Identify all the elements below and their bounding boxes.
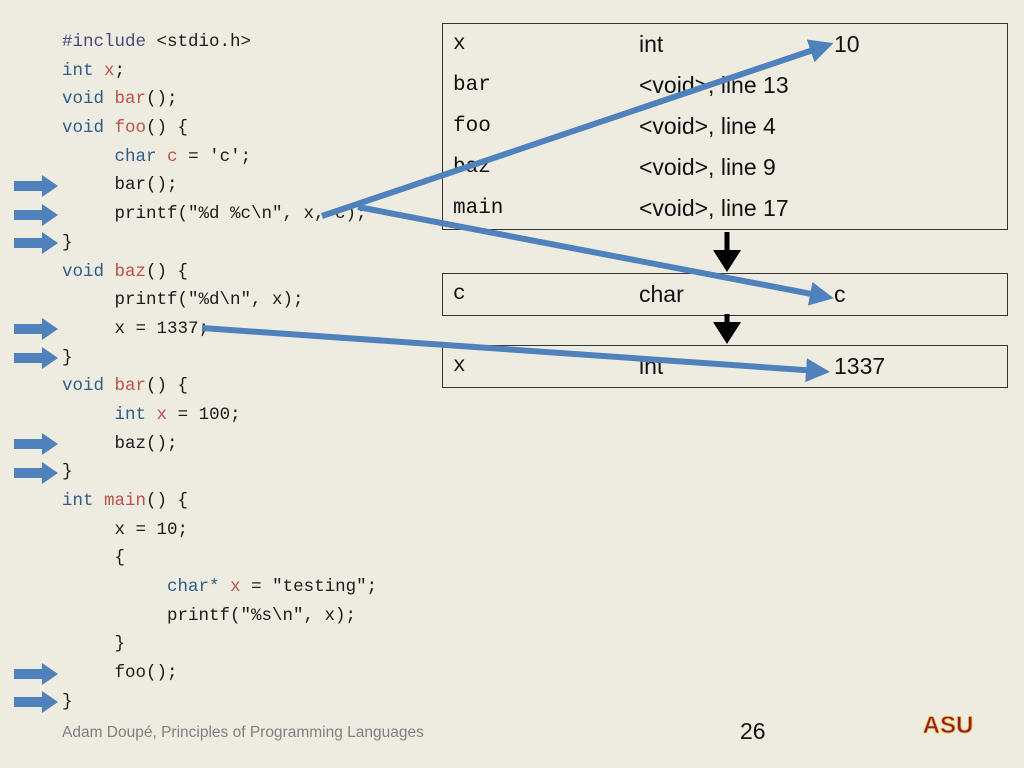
line-marker-arrow-icon <box>14 662 58 685</box>
code-line-24: } <box>62 691 73 712</box>
symbol-row: bar <void>, line 13 <box>443 65 1007 106</box>
symbol-name: x <box>453 33 466 56</box>
symbol-value: 10 <box>834 31 860 57</box>
line-marker-arrow-icon <box>14 461 58 484</box>
code-line-12: } <box>62 347 73 368</box>
code-line-20: char* x = "testing"; <box>167 577 378 598</box>
asu-logo: ASU <box>922 712 974 740</box>
code-listing: #include <stdio.h> int x; void bar(); void … <box>62 28 377 717</box>
symbol-row: x int 10 <box>443 24 1007 65</box>
code-line-5: char c = 'c'; <box>114 146 252 167</box>
symbol-name: foo <box>453 115 491 138</box>
scope-link-arrow-1 <box>713 232 741 272</box>
symbol-name: c <box>453 283 466 306</box>
symbol-name: bar <box>453 74 491 97</box>
code-line-2: int x; <box>62 60 126 81</box>
code-line-21: printf("%s\n", x); <box>62 605 357 626</box>
symbol-row: main <void>, line 17 <box>443 188 1007 229</box>
line-marker-arrow-icon <box>14 318 58 341</box>
code-line-8: } <box>62 232 73 253</box>
code-line-11: x = 1337; <box>62 318 210 339</box>
symbol-type: int <box>639 353 664 379</box>
symbol-row: foo <void>, line 4 <box>443 106 1007 147</box>
code-line-10: printf("%d\n", x); <box>62 290 304 311</box>
page-number: 26 <box>740 718 766 744</box>
line-marker-arrow-icon <box>14 232 58 255</box>
symbol-type: <void>, line 13 <box>639 72 789 98</box>
symbol-type: int <box>639 31 664 57</box>
code-line-9: void baz() { <box>62 261 189 282</box>
symbol-row: baz <void>, line 9 <box>443 147 1007 188</box>
symbol-type: <void>, line 17 <box>639 195 789 221</box>
code-line-17: int main() { <box>62 491 189 511</box>
symbol-type: char <box>639 281 684 307</box>
code-line-3: void bar(); <box>62 89 178 110</box>
code-line-14: int x = 100; <box>114 404 241 425</box>
line-marker-arrow-icon <box>14 174 58 197</box>
line-marker-arrow-icon <box>14 347 58 370</box>
symbol-row: c char c <box>443 274 1007 315</box>
code-line-7: printf("%d %c\n", x, c); <box>62 204 367 225</box>
footer-text: Adam Doupé, Principles of Programming La… <box>62 724 424 741</box>
code-line-4: void foo() { <box>62 118 189 139</box>
symbol-table-bar-scope: x int 1337 <box>442 345 1008 388</box>
symbol-type: <void>, line 4 <box>639 113 776 139</box>
symbol-type: <void>, line 9 <box>639 154 776 180</box>
symbol-name: main <box>453 197 504 220</box>
code-line-23: foo(); <box>62 663 178 684</box>
svg-text:ASU: ASU <box>923 712 974 739</box>
code-line-13: void bar() { <box>62 376 189 397</box>
symbol-name: x <box>453 355 466 378</box>
code-line-6: bar(); <box>62 175 178 196</box>
line-marker-arrow-icon <box>14 433 58 456</box>
scope-link-arrow-2 <box>713 314 741 344</box>
symbol-name: baz <box>453 156 491 179</box>
symbol-row: x int 1337 <box>443 346 1007 387</box>
symbol-value: c <box>834 281 846 307</box>
code-line-19: { <box>62 548 126 569</box>
code-line-22: } <box>62 634 126 655</box>
code-line-15: baz(); <box>62 433 178 454</box>
code-line-1: #include <stdio.h> <box>62 32 252 52</box>
code-line-16: } <box>62 462 73 483</box>
symbol-table-global: x int 10 bar <void>, line 13 foo <void>, line … <box>442 23 1008 230</box>
symbol-table-foo-scope: c char c <box>442 273 1008 316</box>
symbol-value: 1337 <box>834 353 886 379</box>
code-line-18: x = 10; <box>62 519 189 540</box>
line-marker-arrow-icon <box>14 691 58 714</box>
line-marker-arrow-icon <box>14 203 58 226</box>
